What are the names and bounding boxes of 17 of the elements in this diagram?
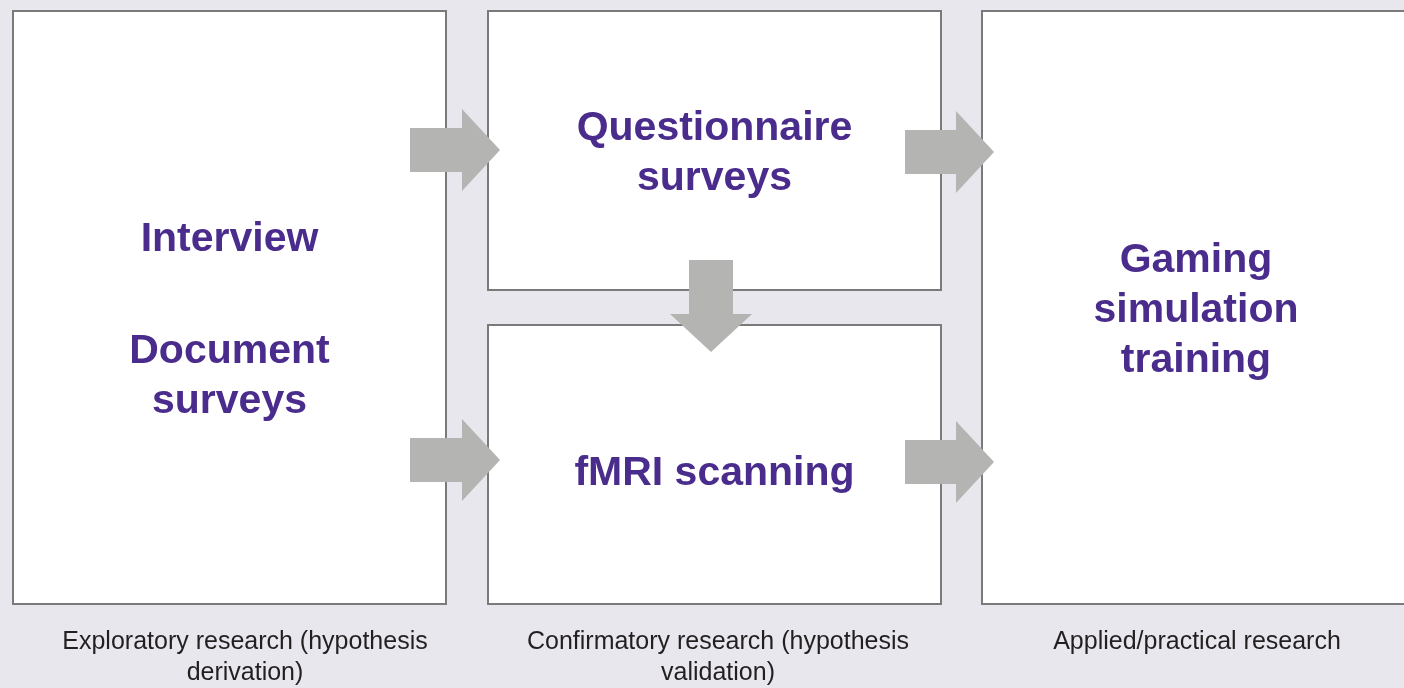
process-box	[981, 10, 1404, 605]
block-arrow	[905, 421, 994, 503]
box-title: Questionnaire surveys	[575, 101, 854, 201]
column-caption: Exploratory research (hypothesis derivation)	[61, 625, 429, 687]
block-arrow	[670, 260, 752, 352]
column-caption: Applied/practical research	[1052, 625, 1342, 656]
box-title: Document surveys	[128, 324, 331, 424]
process-box	[487, 324, 942, 605]
box-title: fMRI scanning	[574, 446, 855, 496]
box-title: Interview	[140, 212, 319, 262]
block-arrow	[905, 111, 994, 193]
column-caption: Confirmatory research (hypothesis validation)	[525, 625, 911, 687]
block-arrow	[410, 419, 500, 501]
box-title: Gaming simulation training	[1092, 233, 1300, 383]
process-box	[487, 10, 942, 291]
process-box	[12, 10, 447, 605]
block-arrow	[410, 109, 500, 191]
